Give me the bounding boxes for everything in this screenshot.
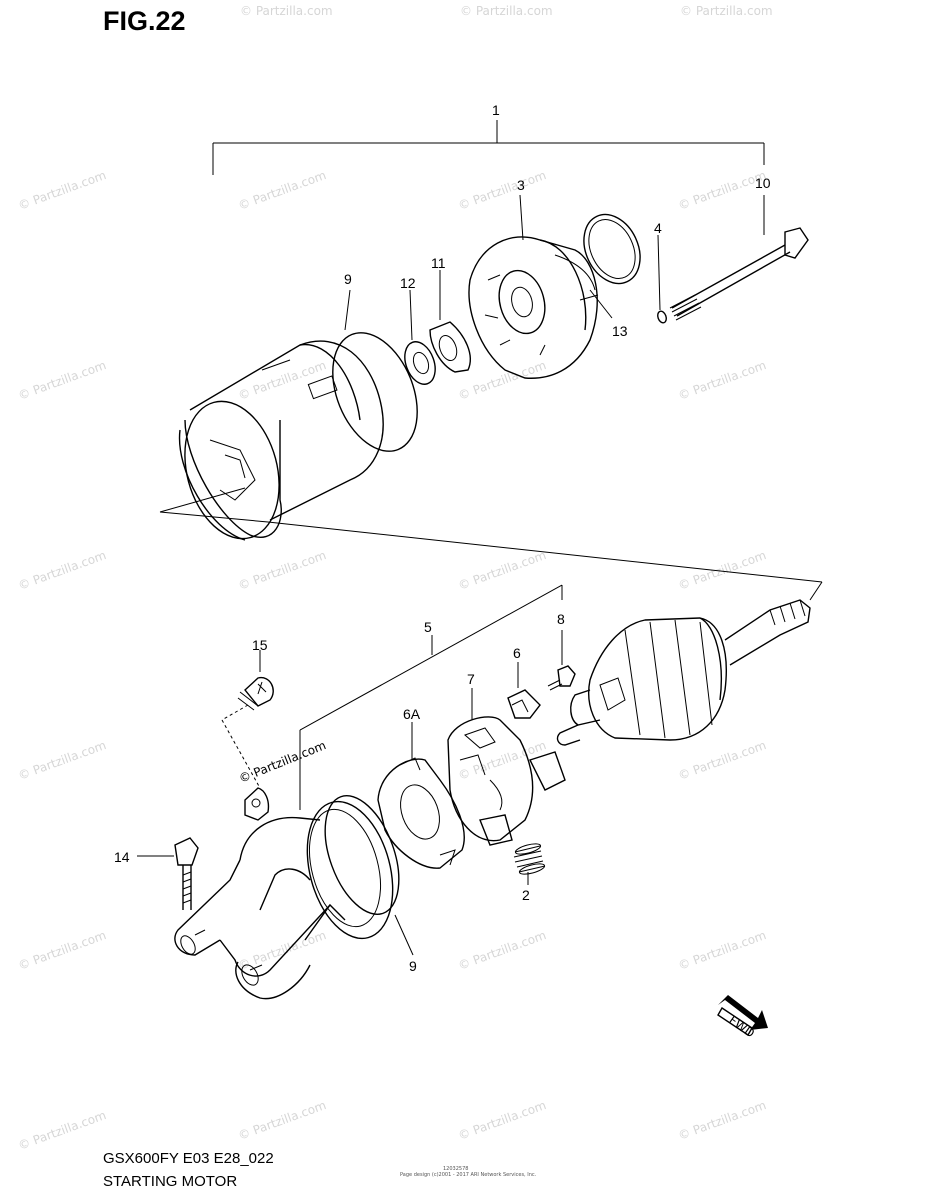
watermark: © Partzilla.com (16, 1108, 108, 1153)
watermark: © Partzilla.com (16, 548, 108, 593)
callout-15: 15 (252, 637, 268, 653)
callout-labels: 1 2 3 4 5 6 6A 7 8 9 9 10 11 12 13 14 15 (114, 102, 771, 974)
model-code: GSX600FY E03 E28_022 (103, 1150, 274, 1167)
watermark: © Partzilla.com (680, 4, 773, 18)
callout-9-lower: 9 (409, 958, 417, 974)
part-bolt-14[interactable] (137, 837, 199, 910)
watermark: © Partzilla.com (16, 928, 108, 973)
watermark: © Partzilla.com (456, 168, 548, 213)
watermark: © Partzilla.com (236, 168, 328, 213)
watermark: © Partzilla.com (240, 4, 333, 18)
callout-3: 3 (517, 177, 525, 193)
callout-13: 13 (612, 323, 628, 339)
part-o-ring-13[interactable] (573, 205, 651, 292)
callout-6a: 6A (403, 706, 421, 722)
watermark: © Partzilla.com (16, 358, 108, 403)
callout-2: 2 (522, 887, 530, 903)
callout-14: 14 (114, 849, 130, 865)
watermark: © Partzilla.com (456, 548, 548, 593)
part-through-bolt-10[interactable] (669, 227, 809, 321)
watermark: © Partzilla.com (460, 4, 553, 18)
part-armature[interactable] (556, 599, 811, 746)
callout-11: 11 (431, 255, 446, 271)
part-washer-12[interactable] (399, 338, 440, 389)
figure-title: FIG.22 (103, 6, 186, 36)
part-yoke-housing[interactable] (170, 340, 384, 549)
callout-4: 4 (654, 220, 662, 236)
watermark: © Partzilla.com (456, 928, 548, 973)
callout-10: 10 (755, 175, 771, 191)
watermark-layer: © Partzilla.com © Partzilla.com © Partzi… (16, 4, 772, 1153)
watermark: © Partzilla.com (676, 358, 768, 403)
watermark: © Partzilla.com (676, 548, 768, 593)
part-end-cover-3[interactable] (468, 236, 599, 379)
watermark: © Partzilla.com (16, 738, 108, 783)
alignment-guide-line (159, 487, 823, 601)
part-small-o-ring-4[interactable] (656, 310, 668, 324)
callout-12: 12 (400, 275, 416, 291)
callout-6: 6 (513, 645, 521, 661)
assembly-bracket-5 (299, 584, 563, 810)
leader-lines-upper (344, 194, 765, 341)
diagram-name: STARTING MOTOR (103, 1173, 238, 1190)
watermark: © Partzilla.com (236, 1098, 328, 1143)
watermark: © Partzilla.com (676, 928, 768, 973)
page-id: 12032578 (443, 1166, 469, 1172)
watermark: © Partzilla.com (236, 358, 328, 403)
part-brush-6[interactable] (507, 662, 541, 719)
part-brush-holder-7[interactable] (447, 688, 566, 846)
part-small-bolt-8[interactable] (547, 630, 576, 691)
assembly-path-15 (221, 704, 261, 789)
copyright-notice: Page design (c)2001 - 2017 ARI Network S… (400, 1172, 537, 1178)
watermark: © Partzilla.com (16, 168, 108, 213)
part-screw-15[interactable] (237, 650, 274, 711)
watermark: © Partzilla.com (676, 1098, 768, 1143)
watermark: © Partzilla.com (676, 738, 768, 783)
part-lock-washer-11[interactable] (429, 321, 471, 373)
center-watermark: © Partzilla.com (237, 738, 328, 786)
watermark: © Partzilla.com (236, 548, 328, 593)
leader-lines-lower (394, 914, 414, 956)
part-spring-2[interactable] (513, 842, 546, 885)
callout-1: 1 (492, 102, 500, 118)
callout-5: 5 (424, 619, 432, 635)
watermark: © Partzilla.com (456, 738, 548, 783)
fwd-direction-marker: FWD (717, 995, 768, 1041)
part-o-ring-upper[interactable] (317, 320, 434, 463)
callout-9-upper: 9 (344, 271, 352, 287)
callout-8: 8 (557, 611, 565, 627)
assembly-bracket-1 (212, 120, 765, 175)
watermark: © Partzilla.com (456, 1098, 548, 1143)
part-front-housing[interactable] (174, 787, 407, 1000)
part-o-ring-lower[interactable] (311, 786, 414, 924)
callout-7: 7 (467, 671, 475, 687)
